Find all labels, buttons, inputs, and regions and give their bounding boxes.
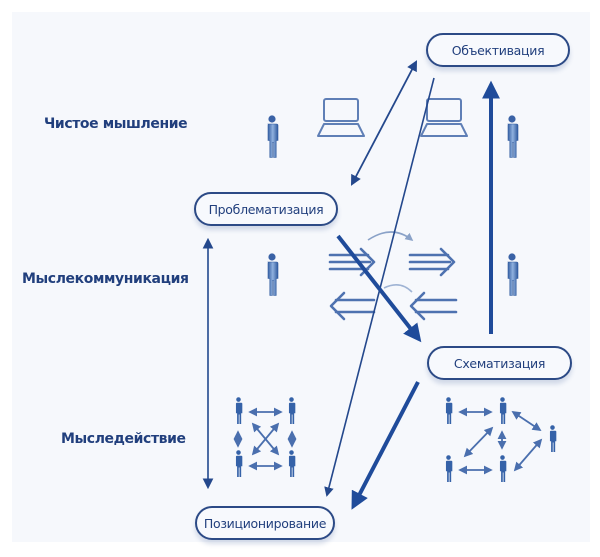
edge-problematization-objectification (350, 60, 418, 186)
person-icon (507, 115, 519, 158)
node-positioning[interactable]: Позиционирование (195, 506, 335, 540)
curved-arrow-icon (367, 231, 414, 241)
edge-problematization-schematization (336, 234, 422, 343)
edge-schematization-positioning (351, 381, 420, 510)
double-arrow-left-icon (409, 291, 458, 321)
row-label-thought-action: Мыследействие (61, 431, 186, 447)
curved-arc-icon (383, 284, 413, 293)
node-problematization[interactable]: Проблематизация (194, 192, 338, 226)
group-interaction-network-icon (445, 397, 557, 483)
person-icon (267, 253, 279, 296)
diagram-canvas (12, 12, 590, 542)
node-schematization[interactable]: Схематизация (427, 346, 572, 380)
double-arrow-left-icon (329, 291, 376, 321)
row-label-thought-communication: Мыслекоммуникация (22, 271, 189, 287)
laptop-icon (317, 98, 365, 137)
edge-objectification-positioning (324, 77, 435, 497)
group-interaction-grid-icon (233, 397, 297, 478)
person-icon (507, 253, 519, 296)
double-arrow-right-icon (408, 247, 456, 277)
row-label-pure-thinking: Чистое мышление (44, 116, 188, 132)
person-icon (267, 115, 279, 158)
node-objectification[interactable]: Объективация (426, 33, 570, 67)
